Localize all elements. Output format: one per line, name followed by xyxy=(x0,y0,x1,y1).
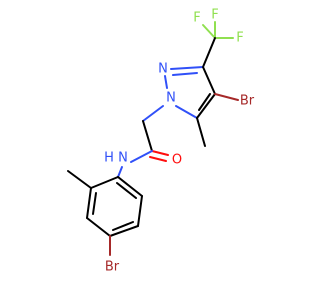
atom-nh-h: H xyxy=(104,151,114,166)
atom-n1: N xyxy=(166,91,176,106)
atom-o: O xyxy=(172,153,182,168)
bond-carbonyl-nh xyxy=(130,150,153,163)
bond-c4-br xyxy=(214,93,239,101)
atom-f-left: F xyxy=(193,11,200,26)
bond-ar-c4-c5 xyxy=(109,225,139,237)
bond-c5-c4 xyxy=(196,93,216,119)
bond-ar-c4-c5-inner xyxy=(112,221,134,231)
atom-n2: N xyxy=(158,62,168,77)
bond-n1-ch2 xyxy=(142,105,164,122)
bond-n2-n1 xyxy=(164,75,168,89)
atom-f-right: F xyxy=(236,31,243,46)
bond-ar-c1-c2 xyxy=(90,176,119,189)
bond-c5-methyl xyxy=(196,117,206,147)
bond-c3-n2-double xyxy=(170,66,204,70)
bond-ar-c6-c1-inner xyxy=(116,182,137,199)
bond-nh-aryl xyxy=(117,166,123,178)
atom-f-top: F xyxy=(211,8,218,23)
bond-c4-c3 xyxy=(202,66,216,95)
bond-ar-c2-c3 xyxy=(86,187,92,219)
molecule-structure: F F F N N Br O N H Br xyxy=(67,8,255,275)
bond-carbonyl-o-1 xyxy=(151,150,169,156)
bond-ar-c2-c3-inner xyxy=(92,192,97,215)
bond-ch2-carbonyl xyxy=(142,120,153,152)
bond-c-f-left xyxy=(202,24,216,39)
bond-cf3-c3 xyxy=(202,37,216,68)
atom-br-pyrazole: Br xyxy=(240,94,255,109)
bond-c3-n2-double-inner xyxy=(172,72,198,76)
bond-c5-c4-inner xyxy=(198,93,211,111)
atom-nh-n: N xyxy=(118,151,128,166)
bond-ar-c6-c1 xyxy=(117,176,143,197)
bond-ar-c3-c4 xyxy=(86,217,111,237)
bond-carbonyl-o-2 xyxy=(149,156,167,162)
atom-br-phenyl: Br xyxy=(105,260,120,275)
bond-n1-c5 xyxy=(175,105,198,119)
bond-ar-c5-c6 xyxy=(137,195,143,227)
bond-ar-methyl xyxy=(67,170,92,189)
